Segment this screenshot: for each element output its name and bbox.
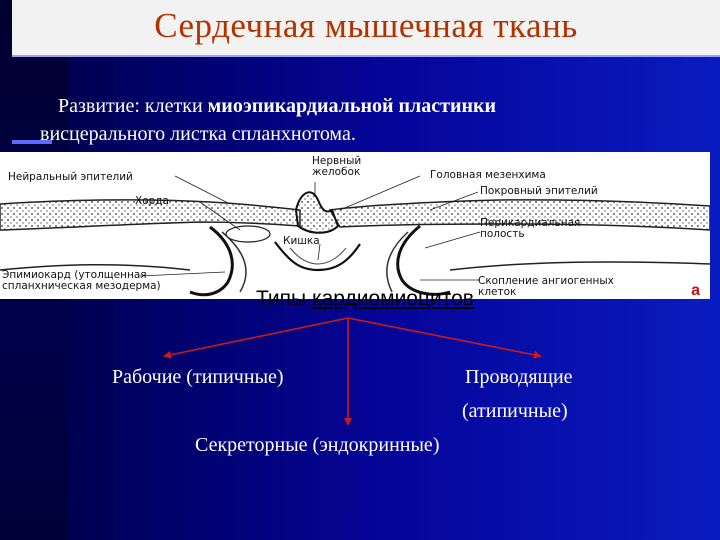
category-working: Рабочие (типичные) xyxy=(112,366,284,388)
intro-line-2: висцерального листка спланхнотома. xyxy=(40,123,356,145)
title-bar: Сердечная мышечная ткань xyxy=(12,0,720,55)
figure-letter: а xyxy=(691,282,700,299)
left-fold-inner xyxy=(221,231,247,293)
leader-lines xyxy=(139,175,481,281)
label-notochord: Хорда xyxy=(135,195,169,207)
left-fold xyxy=(189,225,234,297)
notochord xyxy=(225,225,271,243)
dorsal-band-right xyxy=(328,199,710,231)
embryo-drawing xyxy=(0,175,710,297)
ventral-line-right xyxy=(449,261,710,271)
gut-inner xyxy=(289,247,347,265)
category-conducting-line1: Проводящие xyxy=(465,366,573,388)
types-underlined: кардиомиоцитов xyxy=(311,287,474,310)
arrow-to-working xyxy=(163,317,349,359)
intro-line-1: Развитие: клетки миоэпикардиальной пласт… xyxy=(40,92,700,120)
decor-bar xyxy=(12,140,52,144)
label-neural-epithelium: Нейральный эпителий xyxy=(8,171,133,183)
intro-bold: миоэпикардиальной пластинки xyxy=(207,95,497,117)
cardiomyocyte-types-heading: Типы кардиомиоцитов xyxy=(185,287,545,311)
neural-groove xyxy=(294,191,340,234)
right-fold-inner xyxy=(386,231,409,293)
types-prefix: Типы xyxy=(256,287,312,310)
slide-title: Сердечная мышечная ткань xyxy=(154,6,578,45)
category-secretory: Секреторные (эндокринные) xyxy=(195,434,440,456)
arrow-to-conducting xyxy=(347,317,542,359)
label-covering-epithelium: Покровный эпителий xyxy=(480,185,598,197)
title-underline xyxy=(12,55,720,57)
right-fold xyxy=(396,224,451,296)
intro-prefix: Развитие: клетки xyxy=(58,95,208,117)
label-gut: Кишка xyxy=(283,235,320,247)
intro-text: Развитие: клетки миоэпикардиальной пласт… xyxy=(40,92,700,148)
gut xyxy=(274,241,361,272)
ventral-line-left xyxy=(0,264,191,271)
label-head-mesenchyme: Головная мезенхима xyxy=(430,169,546,181)
category-conducting-line2: (атипичные) xyxy=(462,400,568,422)
